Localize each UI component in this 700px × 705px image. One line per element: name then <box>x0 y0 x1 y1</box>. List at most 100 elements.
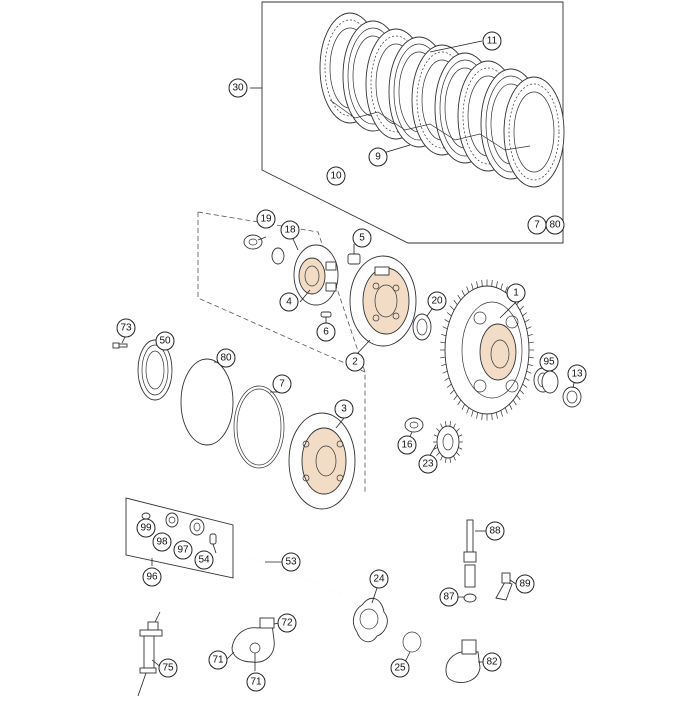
svg-text:98: 98 <box>156 537 168 548</box>
svg-text:23: 23 <box>422 459 434 470</box>
primary-gear-tooth <box>476 281 478 288</box>
primary-gear-tooth <box>481 279 483 287</box>
primary-gear-tooth <box>440 356 446 359</box>
callout-23: 23 <box>418 454 438 474</box>
clutch-plate <box>503 76 565 188</box>
callout-18: 18 <box>280 220 300 240</box>
callout-87: 87 <box>439 587 459 607</box>
primary-gear-tooth <box>444 377 450 381</box>
primary-gear-tooth <box>516 395 521 401</box>
svg-text:16: 16 <box>401 440 413 451</box>
callout-53: 53 <box>281 552 301 572</box>
primary-gear-tooth <box>504 286 508 293</box>
spacer-bushing-part <box>562 386 582 408</box>
callout-99: 99 <box>136 518 156 538</box>
primary-gear-tooth <box>527 363 533 367</box>
primary-gear-tooth <box>457 399 462 406</box>
drive-gear-tooth <box>440 455 443 461</box>
svg-text:71: 71 <box>250 677 262 688</box>
primary-gear-tooth <box>500 410 503 417</box>
primary-gear-tooth <box>481 413 483 421</box>
primary-gear-tooth <box>524 319 530 323</box>
drive-gear-tooth <box>456 452 460 456</box>
plate-spacer-lines <box>329 99 531 151</box>
primary-gear-tooth <box>509 404 513 410</box>
drive-gear-tooth <box>458 447 463 450</box>
svg-text:75: 75 <box>162 663 174 674</box>
callout-6: 6 <box>316 322 336 342</box>
primary-gear-tooth <box>446 312 452 317</box>
primary-gear-tooth <box>512 399 517 406</box>
primary-gear-tooth <box>527 333 533 337</box>
callout-80-kit: 80 <box>545 215 565 235</box>
primary-gear-tooth <box>504 407 508 414</box>
drive-gear-tooth <box>449 457 451 463</box>
callout-1: 1 <box>506 283 526 303</box>
svg-text:96: 96 <box>146 572 158 583</box>
svg-text:72: 72 <box>281 618 293 629</box>
svg-text:99: 99 <box>140 523 152 534</box>
svg-text:6: 6 <box>323 327 329 338</box>
svg-text:4: 4 <box>286 297 292 308</box>
primary-gear-tooth <box>471 283 474 290</box>
drive-gear-tooth <box>433 434 438 437</box>
drive-gear-tooth <box>445 457 447 463</box>
release-kit-frame <box>125 497 234 579</box>
callout-75: 75 <box>158 658 178 678</box>
needle-bearing-part <box>533 367 559 394</box>
bellville-spring-part <box>137 339 173 401</box>
hose-fitting-part <box>495 572 513 601</box>
primary-gear-tooth <box>526 326 532 330</box>
svg-text:97: 97 <box>177 545 189 556</box>
outer-clutch-basket-part <box>349 255 417 347</box>
pressure-plate-part <box>288 412 356 510</box>
callout-98: 98 <box>152 532 172 552</box>
primary-gear-tooth <box>491 279 493 287</box>
callout-2: 2 <box>345 352 365 372</box>
primary-gear-tooth <box>471 410 474 417</box>
drive-gear-tooth <box>436 452 440 456</box>
bushing-ring-part <box>412 313 432 341</box>
primary-gear-tooth <box>441 333 447 337</box>
primary-gear-tooth <box>453 395 458 401</box>
callout-80: 80 <box>216 348 236 368</box>
slave-cylinder-part <box>445 639 481 683</box>
primary-gear-tooth <box>524 377 530 381</box>
primary-gear-tooth <box>450 389 455 395</box>
primary-gear-tooth <box>496 281 498 288</box>
callout-97: 97 <box>173 540 193 560</box>
callout-3: 3 <box>334 399 354 419</box>
lock-washer-part <box>271 247 285 265</box>
release-cylinder-part <box>231 617 275 663</box>
primary-gear-tooth <box>457 294 462 301</box>
bleed-syringe-part <box>137 611 163 697</box>
callout-95: 95 <box>539 352 559 372</box>
primary-gear-tooth <box>496 412 498 419</box>
callout-25: 25 <box>390 658 410 678</box>
svg-text:54: 54 <box>198 555 210 566</box>
primary-gear-part <box>440 279 534 421</box>
gasket-part <box>352 597 388 643</box>
svg-text:95: 95 <box>543 357 555 368</box>
callout-20: 20 <box>427 291 447 311</box>
callout-50: 50 <box>155 331 175 351</box>
primary-gear-tooth <box>522 312 528 317</box>
primary-gear-tooth <box>526 370 532 374</box>
bolt-part <box>112 342 128 349</box>
callout-89: 89 <box>515 574 535 594</box>
svg-text:11: 11 <box>487 36 498 47</box>
drive-gear-part <box>433 421 463 463</box>
svg-text:89: 89 <box>519 579 531 590</box>
primary-gear-tooth <box>466 286 470 293</box>
clutch-nut-part <box>404 417 424 433</box>
primary-gear-tooth <box>500 283 503 290</box>
svg-text:18: 18 <box>284 225 296 236</box>
primary-gear-tooth <box>519 389 524 395</box>
primary-gear-tooth <box>528 356 534 359</box>
primary-gear-tooth <box>442 326 448 330</box>
callout-71: 71 <box>208 650 228 670</box>
seal-ring-part <box>402 631 422 653</box>
svg-text:88: 88 <box>489 526 501 537</box>
